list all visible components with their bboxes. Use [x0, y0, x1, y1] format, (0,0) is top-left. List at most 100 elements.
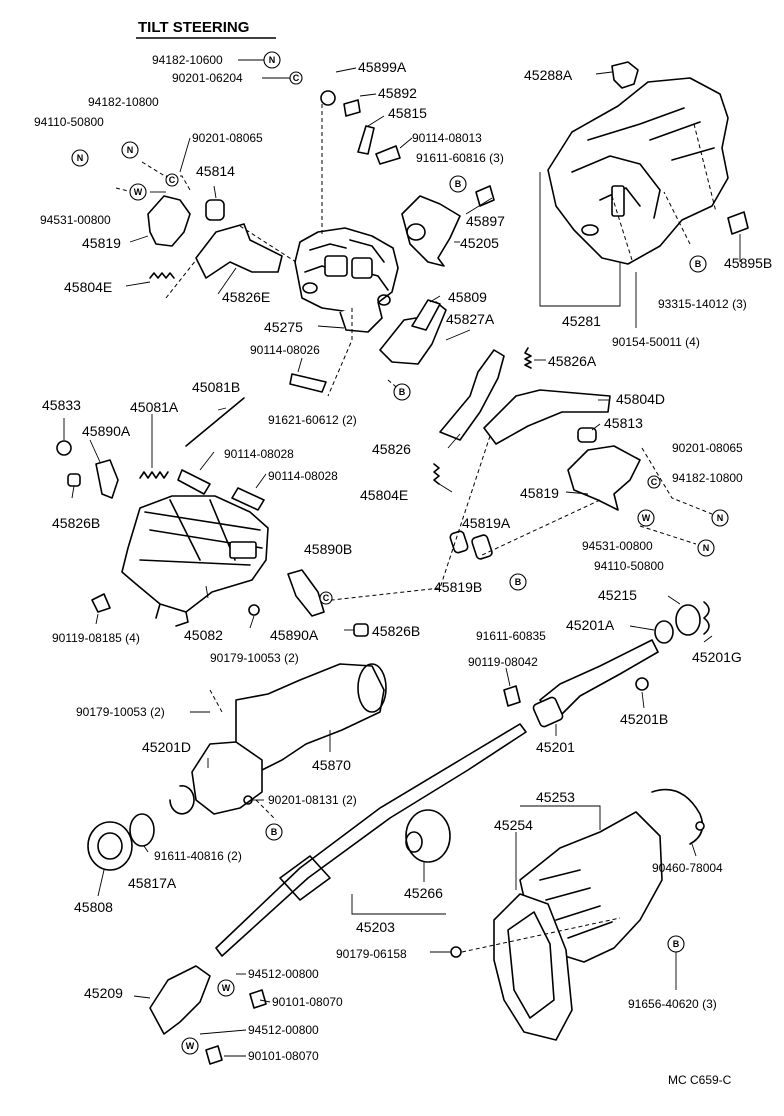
symbol-b-91656-40620-text: B: [673, 939, 680, 949]
label-45809: 45809: [448, 289, 487, 305]
label-45203: 45203: [356, 919, 395, 935]
label-45826B-b: 45826B: [372, 623, 420, 639]
link-45826E: [195, 223, 283, 279]
shaft-45201: [532, 639, 659, 728]
label-94182-10800-b: 94182-10800: [672, 471, 743, 485]
ring-45201B: [635, 677, 649, 691]
leader-lines: [63, 59, 741, 1057]
bolt-90114-08028-b: [231, 487, 265, 511]
symbol-c-45890B-text: C: [323, 593, 330, 603]
bearing-45808: [87, 821, 133, 871]
plate-45809: [411, 299, 441, 331]
label-45870: 45870: [312, 757, 351, 773]
label-45826E: 45826E: [222, 289, 270, 305]
bushing-45266: [405, 809, 451, 863]
label-91621-60612: 91621-60612 (2): [268, 413, 357, 427]
snap-ring-45201D: [169, 785, 195, 815]
label-45201: 45201: [536, 739, 575, 755]
label-94531-00800-b: 94531-00800: [582, 539, 653, 553]
bolt-90114-08026: [289, 373, 327, 393]
symbol-b-91611-60835-text: B: [515, 577, 522, 587]
lever-45205: [401, 195, 461, 267]
label-45266: 45266: [404, 885, 443, 901]
pin-45826B-left: [67, 473, 81, 487]
symbol-b-91611-60816: [449, 175, 467, 193]
symbol-b-91611-60835: [509, 573, 527, 591]
symbol-n-94182-10800-b: [711, 509, 729, 527]
label-45201G: 45201G: [692, 649, 742, 665]
bolt-90114-08013: [375, 145, 401, 165]
label-90114-08028-b: 90114-08028: [268, 469, 338, 483]
nut-90179-06158: [450, 946, 462, 958]
label-94531-00800-a: 94531-00800: [40, 213, 111, 227]
label-45833: 45833: [42, 397, 81, 413]
label-45281: 45281: [562, 313, 601, 329]
nut-45833: [56, 440, 72, 456]
label-90114-08028-a: 90114-08028: [224, 447, 294, 461]
bolt-90101-08070-a: [249, 989, 267, 1009]
label-45890B: 45890B: [304, 541, 352, 557]
symbol-b-91611-40816: [265, 823, 283, 841]
symbol-n-94110-50800-a: [71, 149, 89, 167]
symbol-c-90201-08065-b-text: C: [651, 477, 658, 487]
diagram-title: TILT STEERING: [138, 19, 249, 36]
symbol-b-93315-14012-text: B: [695, 259, 702, 269]
label-45201A: 45201A: [566, 617, 615, 633]
label-45808: 45808: [74, 899, 113, 915]
symbol-n-94110-50800-b-text: N: [703, 543, 710, 553]
label-45819B: 45819B: [434, 579, 482, 595]
plate-45890A-center: [287, 569, 325, 617]
label-45826A: 45826A: [548, 353, 597, 369]
link-45804D: [483, 389, 611, 445]
main-shaft-45203: [215, 723, 527, 957]
label-45205: 45205: [460, 235, 499, 251]
symbol-b-93315-14012: [689, 255, 707, 273]
label-91656-40620: 91656-40620 (3): [628, 997, 717, 1011]
label-90114-08026: 90114-08026: [250, 343, 320, 357]
label-45254: 45254: [494, 817, 533, 833]
symbol-w-94531-00800-b-text: W: [642, 513, 651, 523]
label-90154-50011: 90154-50011 (4): [612, 335, 700, 349]
label-94182-10600: 94182-10600: [152, 53, 223, 67]
label-90101-08070-b: 90101-08070: [248, 1049, 319, 1063]
symbol-n-94182-10800-a: [121, 141, 139, 159]
symbol-b-91611-40816-text: B: [271, 827, 278, 837]
spring-45081A: [139, 471, 169, 479]
bolt-45897: [475, 185, 495, 207]
bolt-90101-08070-b: [205, 1045, 223, 1065]
lever-45826: [439, 349, 505, 441]
label-45826: 45826: [372, 441, 411, 457]
label-90119-08185: 90119-08185 (4): [52, 631, 140, 645]
label-94110-50800-a: 94110-50800: [34, 115, 104, 129]
fastener-symbols: N C N N C W B B B C N W N B C B B: [71, 51, 729, 953]
label-45895B: 45895B: [724, 255, 772, 271]
nut-90179-10053-a: [248, 604, 260, 616]
symbol-c-90201-06204-text: C: [293, 73, 300, 83]
label-90119-08042: 90119-08042: [468, 655, 538, 669]
label-45813: 45813: [604, 415, 643, 431]
pin-45826B-center: [353, 623, 369, 637]
spring-45804E-right: [433, 463, 440, 485]
label-45253: 45253: [536, 789, 575, 805]
symbol-n-94110-50800-a-text: N: [77, 153, 84, 163]
label-45201B: 45201B: [620, 711, 668, 727]
tilt-lever-head-45275: [294, 227, 399, 333]
collar-45215: [675, 604, 701, 636]
symbol-c-45890B: [319, 591, 333, 605]
pin-45819A: [471, 534, 493, 560]
label-90179-10053-b: 90179-10053 (2): [76, 705, 165, 719]
label-90201-08065-a: 90201-08065: [192, 131, 263, 145]
pin-45813: [577, 427, 597, 443]
label-45201D: 45201D: [142, 739, 191, 755]
bracket-45819-left: [147, 195, 191, 247]
label-90114-08013: 90114-08013: [412, 131, 482, 145]
symbol-c-90201-08065-a: [165, 173, 179, 187]
symbol-n-94182-10800-a-text: N: [127, 145, 134, 155]
label-45892: 45892: [378, 85, 417, 101]
plate-45254: [493, 893, 573, 1041]
label-90101-08070-a: 90101-08070: [272, 995, 343, 1009]
label-45082: 45082: [184, 627, 223, 643]
spring-45804E-left: [149, 272, 175, 279]
label-91611-60835: 91611-60835: [476, 629, 546, 643]
